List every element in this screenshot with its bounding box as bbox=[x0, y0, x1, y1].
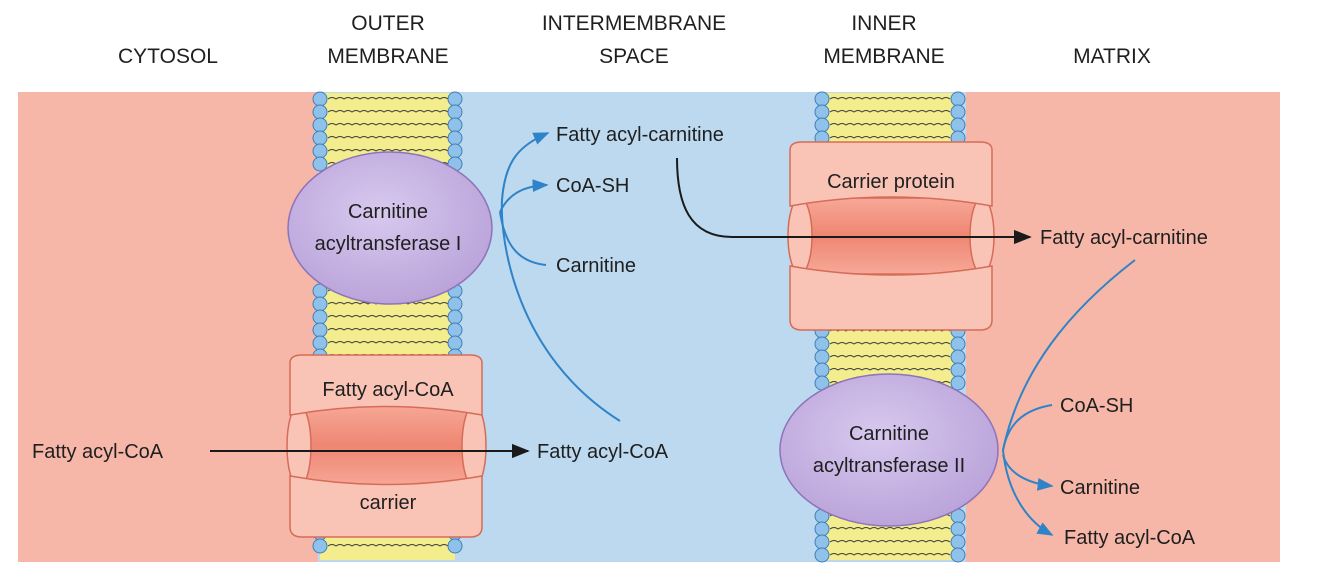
lipid-head bbox=[312, 117, 328, 133]
outer-membrane-carrier bbox=[286, 354, 487, 538]
region-label-outer-membrane-2: MEMBRANE bbox=[327, 45, 448, 68]
lipid-head bbox=[814, 521, 830, 537]
region-label-inner-membrane-2: MEMBRANE bbox=[823, 45, 944, 68]
lipid-head bbox=[814, 91, 830, 107]
region-label-outer-membrane-1: OUTER bbox=[351, 12, 425, 35]
lipid-tail bbox=[829, 136, 951, 139]
line-carnitine-in bbox=[499, 211, 547, 266]
arrow-to-coa-sh bbox=[499, 179, 549, 213]
cat2-label-line2: acyltransferase II bbox=[813, 455, 965, 477]
lipid-head bbox=[447, 335, 463, 351]
carnitine-acyltransferase-i bbox=[287, 151, 493, 305]
lipid-head bbox=[950, 91, 966, 107]
lipid-head bbox=[950, 375, 966, 391]
lipid-head bbox=[814, 362, 830, 378]
lipid-tail bbox=[829, 110, 951, 113]
lipid-head bbox=[950, 534, 966, 550]
lipid-head bbox=[447, 322, 463, 338]
lipid-tail bbox=[829, 368, 951, 371]
lipid-head bbox=[814, 336, 830, 352]
lipid-tail bbox=[327, 315, 449, 318]
lipid-tail bbox=[327, 123, 449, 126]
lipid-head bbox=[950, 117, 966, 133]
lipid-head bbox=[312, 91, 328, 107]
label-ims-carnitine: Carnitine bbox=[556, 255, 636, 277]
outer-carrier-label-bottom: carrier bbox=[360, 492, 417, 514]
lipid-head bbox=[447, 117, 463, 133]
lipid-head bbox=[312, 143, 328, 159]
lipid-head bbox=[447, 538, 463, 554]
label-cytosol-fatty-acyl-coa: Fatty acyl-CoA bbox=[32, 441, 164, 463]
lipid-tail bbox=[829, 540, 951, 543]
lipid-head bbox=[312, 322, 328, 338]
lipid-head bbox=[950, 547, 966, 563]
cat2-label-line1: Carnitine bbox=[849, 423, 929, 445]
lipid-tail bbox=[829, 527, 951, 530]
region-label-cytosol: CYTOSOL bbox=[118, 45, 218, 68]
lipid-tail bbox=[327, 544, 449, 547]
lipid-tail bbox=[829, 97, 951, 100]
arrow-to-matrix-carnitine bbox=[1002, 454, 1054, 491]
line-coa-sh-in bbox=[1002, 404, 1053, 451]
outer-carrier-label-top: Fatty acyl-CoA bbox=[322, 379, 454, 401]
lipid-head bbox=[814, 349, 830, 365]
lipid-head bbox=[447, 91, 463, 107]
region-label-matrix: MATRIX bbox=[1073, 45, 1151, 68]
lipid-tail bbox=[327, 136, 449, 139]
label-ims-fatty-acyl-carnitine: Fatty acyl-carnitine bbox=[556, 124, 724, 146]
lipid-head bbox=[312, 335, 328, 351]
label-matrix-fatty-acyl-carnitine: Fatty acyl-carnitine bbox=[1040, 227, 1208, 249]
lipid-head bbox=[312, 309, 328, 325]
arrow-fatty-acyl-carnitine-to-matrix bbox=[676, 157, 1032, 245]
lipid-head bbox=[447, 296, 463, 312]
label-matrix-coa-sh: CoA-SH bbox=[1060, 395, 1133, 417]
lipid-head bbox=[950, 521, 966, 537]
label-ims-fatty-acyl-coa: Fatty acyl-CoA bbox=[537, 441, 669, 463]
lipid-head bbox=[814, 547, 830, 563]
lipid-head bbox=[312, 130, 328, 146]
lipid-head bbox=[814, 117, 830, 133]
label-ims-coa-sh: CoA-SH bbox=[556, 175, 629, 197]
lipid-head bbox=[447, 309, 463, 325]
lipid-head bbox=[447, 143, 463, 159]
region-label-intermembrane-1: INTERMEMBRANE bbox=[542, 12, 726, 35]
lipid-head bbox=[950, 104, 966, 120]
lipid-tail bbox=[829, 342, 951, 345]
lipid-tail bbox=[829, 123, 951, 126]
lipid-tail-band bbox=[822, 93, 958, 150]
inner-carrier-label-top: Carrier protein bbox=[827, 171, 955, 193]
lipid-tail bbox=[327, 97, 449, 100]
inner-membrane-carrier bbox=[787, 141, 995, 331]
lipid-tail bbox=[829, 355, 951, 358]
lipid-tail bbox=[327, 149, 449, 152]
cat1-label-line2: acyltransferase I bbox=[315, 233, 462, 255]
region-label-inner-membrane-1: INNER bbox=[851, 12, 916, 35]
label-matrix-fatty-acyl-coa: Fatty acyl-CoA bbox=[1064, 527, 1196, 549]
cat1-label-line1: Carnitine bbox=[348, 201, 428, 223]
lipid-head bbox=[447, 130, 463, 146]
lipid-head bbox=[950, 336, 966, 352]
lipid-tail bbox=[327, 341, 449, 344]
arrow-matrix-carnitine-to-cat2 bbox=[1001, 259, 1136, 536]
matrix-region bbox=[966, 92, 1280, 562]
lipid-head bbox=[950, 349, 966, 365]
region-label-intermembrane-2: SPACE bbox=[599, 45, 669, 68]
label-matrix-carnitine: Carnitine bbox=[1060, 477, 1140, 499]
carnitine-acyltransferase-ii bbox=[779, 373, 999, 527]
lipid-head bbox=[312, 296, 328, 312]
lipid-tail bbox=[327, 110, 449, 113]
lipid-head bbox=[814, 104, 830, 120]
cytosol-region bbox=[18, 92, 318, 562]
lipid-tail bbox=[327, 328, 449, 331]
lipid-head bbox=[312, 104, 328, 120]
lipid-head bbox=[950, 362, 966, 378]
lipid-head bbox=[312, 538, 328, 554]
lipid-head bbox=[814, 534, 830, 550]
lipid-head bbox=[447, 104, 463, 120]
lipid-tail bbox=[829, 553, 951, 556]
lipid-head bbox=[312, 156, 328, 172]
